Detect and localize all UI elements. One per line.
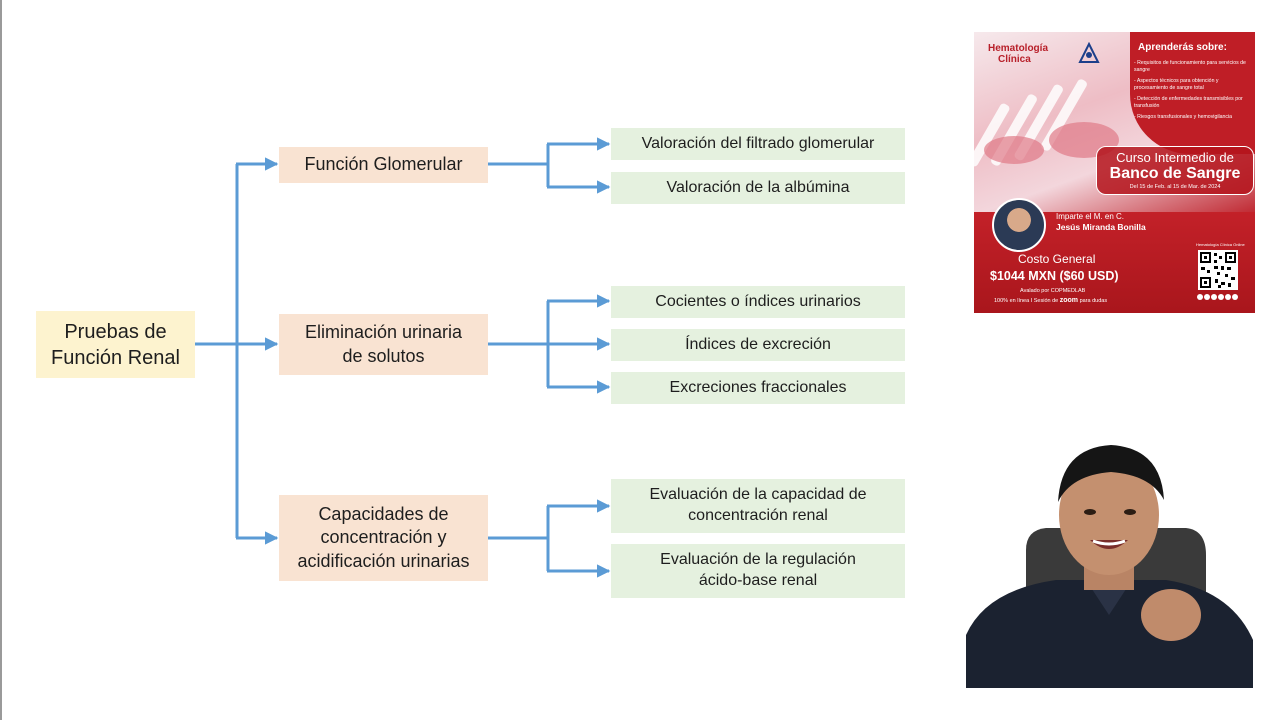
- ad-topics-panel: [1130, 32, 1255, 154]
- teacher-avatar: [992, 198, 1046, 252]
- leaf-cocientes: Cocientes o índices urinarios: [611, 286, 905, 318]
- course-dates: Del 15 de Feb. al 15 de Mar. de 2024: [1129, 184, 1221, 190]
- presenter-webcam: [966, 440, 1253, 688]
- leaf-capacidad-concentracion: Evaluación de la capacidad de concentrac…: [611, 479, 905, 533]
- blood-bag-image: [974, 79, 1119, 167]
- slide-left-edge: [0, 0, 2, 720]
- teacher-info: Imparte el M. en C. Jesús Miranda Bonill…: [1056, 212, 1146, 234]
- leaf-3-2-line-2: ácido-base renal: [698, 572, 818, 589]
- branch-3-label-line-3: acidificación urinarias: [297, 550, 470, 571]
- leaf-regulacion-acido-base: Evaluación de la regulación ácido-base r…: [611, 544, 905, 598]
- leaf-1-2-text: Valoración de la albúmina: [666, 178, 850, 196]
- branch-1-label: Función Glomerular: [304, 154, 463, 175]
- course-line-2: Banco de Sangre: [1109, 165, 1241, 182]
- root-node: Pruebas de Función Renal: [36, 311, 195, 378]
- cost-label: Costo General: [1018, 252, 1096, 266]
- brand-line-2: Clínica: [998, 53, 1031, 65]
- course-line-1: Curso Intermedio de: [1116, 150, 1234, 165]
- online-info: 100% en línea I Sesión de zoom para duda…: [994, 297, 1107, 304]
- root-line-1: Pruebas de: [64, 320, 167, 343]
- branch-node-capacidades: Capacidades de concentración y acidifica…: [279, 495, 488, 581]
- topic-item: - Requisitos de funcionamiento para serv…: [1134, 60, 1246, 73]
- branch-2-label-line-1: Eliminación urinaria: [304, 322, 463, 343]
- leaf-3-1-line-2: concentración renal: [688, 507, 828, 524]
- brand-line-1: Hematología: [988, 43, 1049, 54]
- learn-title: Aprenderás sobre:: [1138, 42, 1227, 53]
- qr-code-icon[interactable]: [1198, 250, 1238, 290]
- root-line-2: Función Renal: [51, 346, 180, 369]
- online-prefix: 100% en línea I Sesión de: [994, 298, 1059, 304]
- zoom-logo-text: zoom: [1059, 297, 1079, 304]
- course-advertisement[interactable]: Hematología Clínica Aprenderás sobre: - …: [974, 32, 1255, 313]
- topic-item: - Detección de enfermedades transmisible…: [1134, 96, 1243, 109]
- branch-node-eliminacion-urinaria: Eliminación urinaria de solutos: [279, 314, 488, 375]
- topics-list: - Requisitos de funcionamiento para serv…: [1134, 60, 1252, 126]
- endorsed-by: Avalado por COPMEDLAB: [1020, 288, 1086, 294]
- online-suffix: para dudas: [1079, 298, 1108, 304]
- leaf-valoracion-albumina: Valoración de la albúmina: [611, 172, 905, 204]
- leaf-valoracion-filtrado: Valoración del filtrado glomerular: [611, 128, 905, 160]
- leaf-excreciones-fraccionales: Excreciones fraccionales: [611, 372, 905, 404]
- course-price: $1044 MXN ($60 USD): [990, 269, 1119, 283]
- leaf-2-3-text: Excreciones fraccionales: [669, 378, 847, 396]
- leaf-3-2-line-1: Evaluación de la regulación: [660, 551, 856, 569]
- copmedlab-logo-icon: [1078, 42, 1100, 63]
- teacher-name: Jesús Miranda Bonilla: [1056, 222, 1146, 233]
- branch-3-label-line-1: Capacidades de: [318, 503, 449, 524]
- branch-node-funcion-glomerular: Función Glomerular: [279, 147, 488, 183]
- leaf-3-1-line-1: Evaluación de la capacidad de: [649, 486, 867, 504]
- leaf-indices-excrecion: Índices de excreción: [611, 329, 905, 361]
- topic-item: - Aspectos técnicos para obtención y pro…: [1134, 78, 1219, 91]
- leaf-1-1-text: Valoración del filtrado glomerular: [641, 134, 875, 152]
- qr-label: Hematología Clínica Online: [1196, 242, 1245, 247]
- leaf-2-2-text: Índices de excreción: [685, 335, 831, 353]
- leaf-2-1-text: Cocientes o índices urinarios: [655, 292, 861, 310]
- branch-3-label-line-2: concentración y: [320, 527, 447, 548]
- hematologia-clinica-logo: Hematología Clínica: [988, 43, 1049, 65]
- course-title-box: Curso Intermedio de Banco de Sangre Del …: [1096, 146, 1254, 195]
- social-media-icons: [1197, 294, 1238, 300]
- topic-item: - Riesgos transfusionales y hemovigilanc…: [1134, 114, 1233, 120]
- presenter-video-icon: [966, 440, 1253, 688]
- teacher-line-1: Imparte el M. en C.: [1056, 212, 1125, 221]
- branch-2-label-line-2: de solutos: [342, 345, 425, 366]
